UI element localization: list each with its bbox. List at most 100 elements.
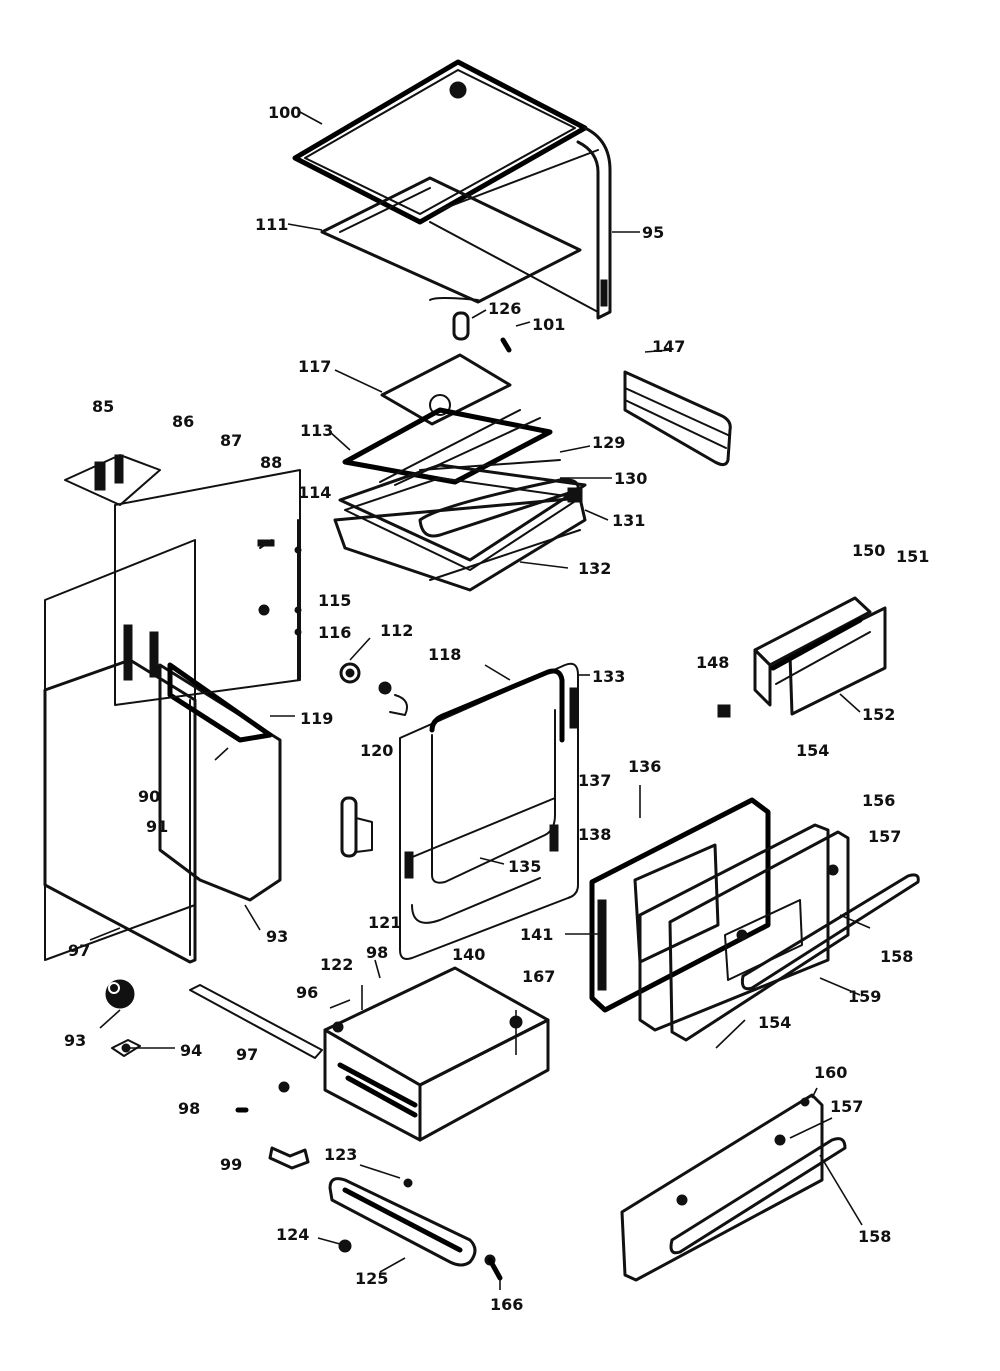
label-157-lower: 157 [830,1097,863,1116]
label-112: 112 [380,621,413,640]
label-96: 96 [296,983,318,1002]
label-115: 115 [318,591,351,610]
door-outer-157-part [668,830,850,1042]
label-138: 138 [578,825,611,844]
knob-93-part [105,979,135,1009]
tray-130-part [418,478,580,538]
bracket-150-part [753,596,887,716]
label-140: 140 [452,945,485,964]
label-132: 132 [578,559,611,578]
label-85: 85 [92,397,114,416]
label-87: 87 [220,431,242,450]
clip-148-part [717,704,731,718]
bracket-147-part [623,370,732,467]
bracket-99-part [268,1146,310,1170]
label-95-top: 95 [642,223,664,242]
label-94: 94 [180,1041,202,1060]
label-124: 124 [276,1225,309,1244]
label-166: 166 [490,1295,523,1314]
oven-liner-part [399,662,579,960]
label-137: 137 [578,771,611,790]
side-panel-97-part [43,539,197,964]
label-93-knob: 93 [64,1031,86,1050]
label-101: 101 [532,315,565,334]
label-129: 129 [592,433,625,452]
label-148: 148 [696,653,729,672]
label-111: 111 [255,215,288,234]
label-97-screw: 97 [236,1045,258,1064]
spacer-126-part [452,311,470,341]
screw-166-part [484,1254,503,1281]
label-135: 135 [508,857,541,876]
broiler-pan-part [333,463,587,592]
plate-113-part [342,407,561,486]
label-147: 147 [652,337,685,356]
label-130: 130 [614,469,647,488]
clip-94-part [111,1039,141,1057]
rail-96-part [189,984,323,1059]
plate-117-part [380,353,512,426]
label-159: 159 [848,987,881,1006]
door-handle-158-part [740,873,920,991]
lower-door-part [620,1093,824,1282]
label-116: 116 [318,623,351,642]
label-90-side: 90 [138,787,160,806]
handle-125-part [328,1177,477,1267]
label-98-top: 98 [366,943,388,962]
lower-door-handle-part [669,1137,847,1255]
door-panel-156-part [638,823,830,1032]
label-100: 100 [268,103,301,122]
door-liner-141-part [589,797,771,1013]
label-158-door: 158 [880,947,913,966]
label-113: 113 [300,421,333,440]
control-panel-part [64,454,161,506]
label-119: 119 [300,709,333,728]
label-167: 167 [522,967,555,986]
label-150: 150 [852,541,885,560]
label-158-lower: 158 [858,1227,891,1246]
label-156: 156 [862,791,895,810]
knob-112-part [339,662,361,684]
screw-97-part [278,1081,290,1093]
label-118: 118 [428,645,461,664]
label-122: 122 [320,955,353,974]
knob-118-part [378,681,408,716]
label-157-door: 157 [868,827,901,846]
label-154-top: 154 [796,741,829,760]
label-131: 131 [612,511,645,530]
hinge-120-part [340,796,373,858]
rear-panel-88-part [114,469,301,706]
drawer-box-140-part [323,966,550,1142]
inner-panel-part [320,176,582,304]
screw-101-part [500,337,512,353]
label-120: 120 [360,741,393,760]
screw-122-part [332,1021,344,1033]
leader-lines [89,111,871,1290]
label-141: 141 [520,925,553,944]
label-114: 114 [298,483,331,502]
top-cover-part [292,59,588,225]
label-91: 91 [146,817,168,836]
label-151: 151 [896,547,929,566]
label-86: 86 [172,412,194,431]
label-121: 121 [368,913,401,932]
label-99: 99 [220,1155,242,1174]
label-126: 126 [488,299,521,318]
part-number-labels: 100 111 95 126 101 147 117 85 86 87 88 1… [64,103,929,1314]
label-125: 125 [355,1269,388,1288]
side-frame-115-part [294,519,302,681]
screw-123-part [403,1178,413,1188]
screw-124-part [338,1239,352,1253]
label-152: 152 [862,705,895,724]
label-133: 133 [592,667,625,686]
label-93-panel: 93 [266,927,288,946]
label-88: 88 [260,453,282,472]
label-154-bottom: 154 [758,1013,791,1032]
label-123: 123 [324,1145,357,1164]
label-117: 117 [298,357,331,376]
label-160-right: 160 [814,1063,847,1082]
label-97-panel: 97 [68,941,90,960]
label-98-screw: 98 [178,1099,200,1118]
side-panel-90-part [158,662,282,902]
